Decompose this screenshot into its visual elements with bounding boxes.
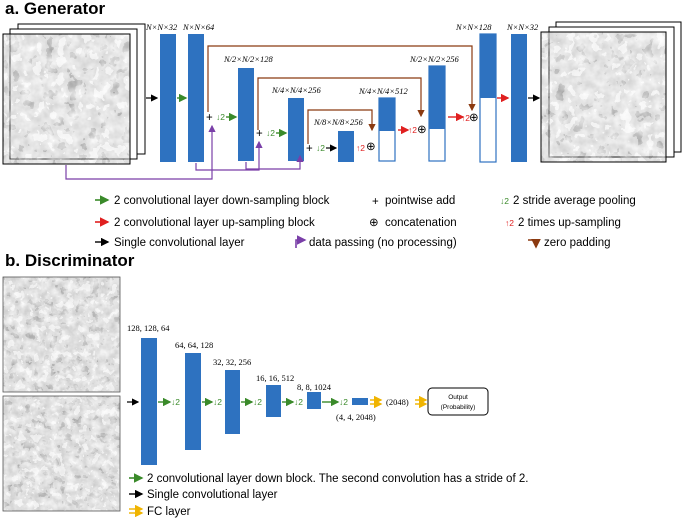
gen-concat-3: ⊕: [469, 112, 479, 124]
legend-disc-down-block: 2 convolutional layer down block. The se…: [147, 473, 528, 485]
legend-concatenation: concatenation: [385, 217, 457, 229]
discriminator-input-image-1: [2, 276, 121, 393]
gen-dim-9: N×N×32: [506, 22, 539, 32]
generator-output-image: [540, 21, 682, 163]
gen-dim-4: N/4×N/4×256: [271, 85, 322, 95]
disc-pool-3: ↓2: [253, 397, 262, 407]
gen-pool-3: ↓2: [316, 143, 325, 153]
disc-block-5: [307, 392, 321, 409]
generator-input-image: [2, 23, 146, 165]
gen-dim-2: N×N×64: [182, 22, 215, 32]
disc-dim-2: 64, 64, 128: [175, 340, 213, 350]
gen-block-7: [428, 65, 446, 162]
disc-dim-6: (4, 4, 2048): [336, 412, 376, 422]
disc-fc-arrow-1: [370, 395, 383, 409]
disc-output-sub: (Probability): [441, 404, 476, 411]
gen-block-2: [188, 34, 204, 162]
gen-dim-8: N×N×128: [455, 22, 492, 32]
gen-data-pass-3: [245, 154, 304, 170]
legend-pointwise-add: pointwise add: [385, 195, 455, 207]
gen-block-4: [288, 98, 304, 161]
discriminator-input-image-2: [2, 395, 121, 512]
disc-pool-2: ↓2: [213, 397, 222, 407]
gen-zero-pad-skip-3: [307, 109, 376, 144]
gen-zero-pad-skip-1: [207, 45, 476, 112]
legend-disc-single-conv: Single convolutional layer: [147, 489, 278, 501]
generator-title: a. Generator: [5, 0, 106, 18]
gen-pool-2: ↓2: [266, 128, 275, 138]
gen-pool-1: ↓2: [216, 112, 225, 122]
legend-add-symbol: +: [372, 196, 379, 208]
legend-avg-pool: 2 stride average pooling: [513, 195, 636, 207]
disc-block-4: [266, 385, 281, 417]
legend-down-block: 2 convolutional layer down-sampling bloc…: [114, 195, 330, 207]
gen-add-1: +: [206, 112, 213, 124]
legend-zero-padding: zero padding: [544, 237, 611, 249]
disc-output-label: Output: [448, 394, 468, 401]
disc-fc-dim: (2048): [386, 397, 409, 407]
disc-pool-1: ↓2: [171, 397, 180, 407]
legend-upsampling: 2 times up-sampling: [518, 217, 621, 229]
discriminator-title: b. Discriminator: [5, 251, 135, 270]
disc-pool-5: ↓2: [339, 397, 348, 407]
gen-block-1: [160, 34, 176, 162]
gen-dim-5: N/8×N/8×256: [313, 117, 364, 127]
gen-up-3: ↑2: [461, 113, 470, 123]
legend-single-conv: Single convolutional layer: [114, 237, 245, 249]
gen-block-6: [378, 97, 396, 162]
legend-concat-symbol: ⊕: [369, 217, 379, 229]
gen-dim-7: N/2×N/2×256: [409, 54, 460, 64]
disc-dim-3: 32, 32, 256: [213, 357, 251, 367]
gen-data-pass-1: [65, 124, 216, 180]
disc-block-6: [352, 398, 368, 405]
gen-dim-3: N/2×N/2×128: [223, 54, 274, 64]
gen-data-pass-2: [195, 140, 263, 171]
disc-down-arrows: ↓2 ↓2 ↓2 ↓2 ↓2: [158, 397, 348, 407]
legend-pool-symbol: ↓2: [500, 196, 509, 206]
legend-up-symbol: ↑2: [505, 218, 514, 228]
generator-legend: 2 convolutional layer down-sampling bloc…: [95, 195, 636, 249]
gen-concat-2: ⊕: [417, 124, 427, 136]
discriminator-legend: 2 convolutional layer down block. The se…: [129, 473, 528, 518]
gen-up-1: ↑2: [356, 143, 365, 153]
disc-dim-1: 128, 128, 64: [127, 323, 170, 333]
disc-dim-4: 16, 16, 512: [256, 373, 294, 383]
legend-data-passing: data passing (no processing): [309, 237, 457, 249]
gen-add-2: +: [256, 128, 263, 140]
gen-dim-6: N/4×N/4×512: [358, 86, 409, 96]
disc-block-3: [225, 370, 240, 434]
disc-dim-5: 8, 8, 1024: [297, 382, 332, 392]
disc-pool-4: ↓2: [294, 397, 303, 407]
legend-disc-fc-layer: FC layer: [147, 506, 191, 518]
disc-fc-arrow-2: [415, 395, 428, 409]
disc-block-1: [141, 338, 157, 465]
gen-block-5: [338, 131, 354, 162]
gen-block-3: [238, 68, 254, 161]
gen-block-9: [511, 34, 527, 162]
gen-add-3: +: [306, 143, 313, 155]
gen-concat-1: ⊕: [366, 141, 376, 153]
gen-up-2: ↑2: [408, 125, 417, 135]
disc-block-2: [185, 353, 201, 450]
gen-dim-1: N×N×32: [145, 22, 178, 32]
disc-output-box: Output (Probability): [427, 387, 489, 416]
gen-block-8: [479, 33, 497, 163]
legend-up-block: 2 convolutional layer up-sampling block: [114, 217, 315, 229]
gen-zero-pad-skip-2: [257, 77, 425, 130]
